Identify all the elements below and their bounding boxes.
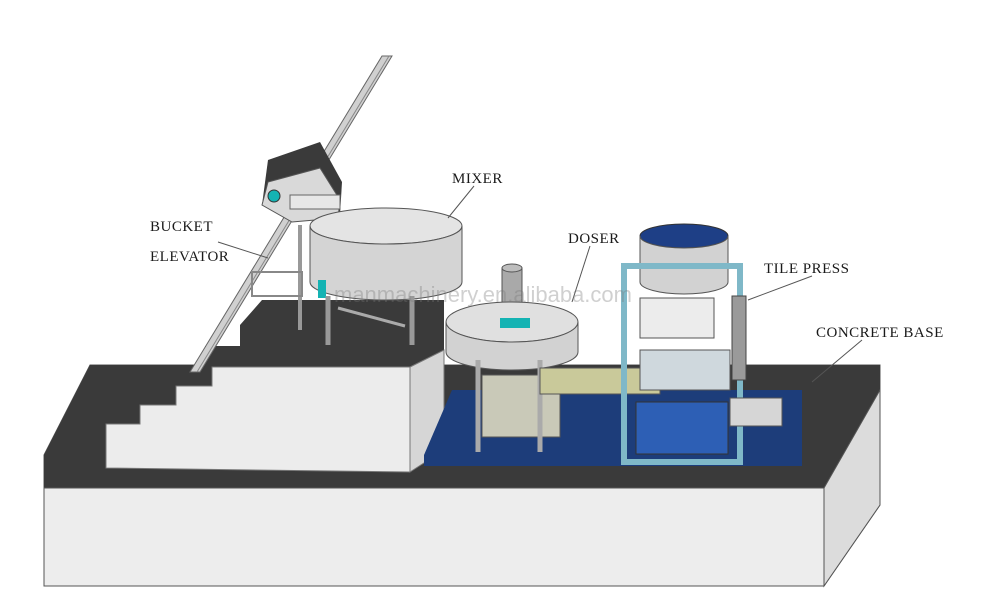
watermark-text: manmachinery.en.alibaba.com xyxy=(334,282,632,307)
stepped-block xyxy=(96,300,445,473)
leader-lines xyxy=(217,185,863,383)
elevator-label: ELEVATOR xyxy=(150,249,230,265)
bucket-elevator xyxy=(189,55,393,373)
concrete-base-label: CONCRETE BASE xyxy=(816,325,944,341)
mixer-label: MIXER xyxy=(452,171,503,187)
tile-press-label: TILE PRESS xyxy=(764,261,850,277)
bucket-label: BUCKET xyxy=(150,219,213,235)
mixer xyxy=(309,207,463,345)
doser-label: DOSER xyxy=(568,231,620,247)
tile-press xyxy=(621,223,783,465)
